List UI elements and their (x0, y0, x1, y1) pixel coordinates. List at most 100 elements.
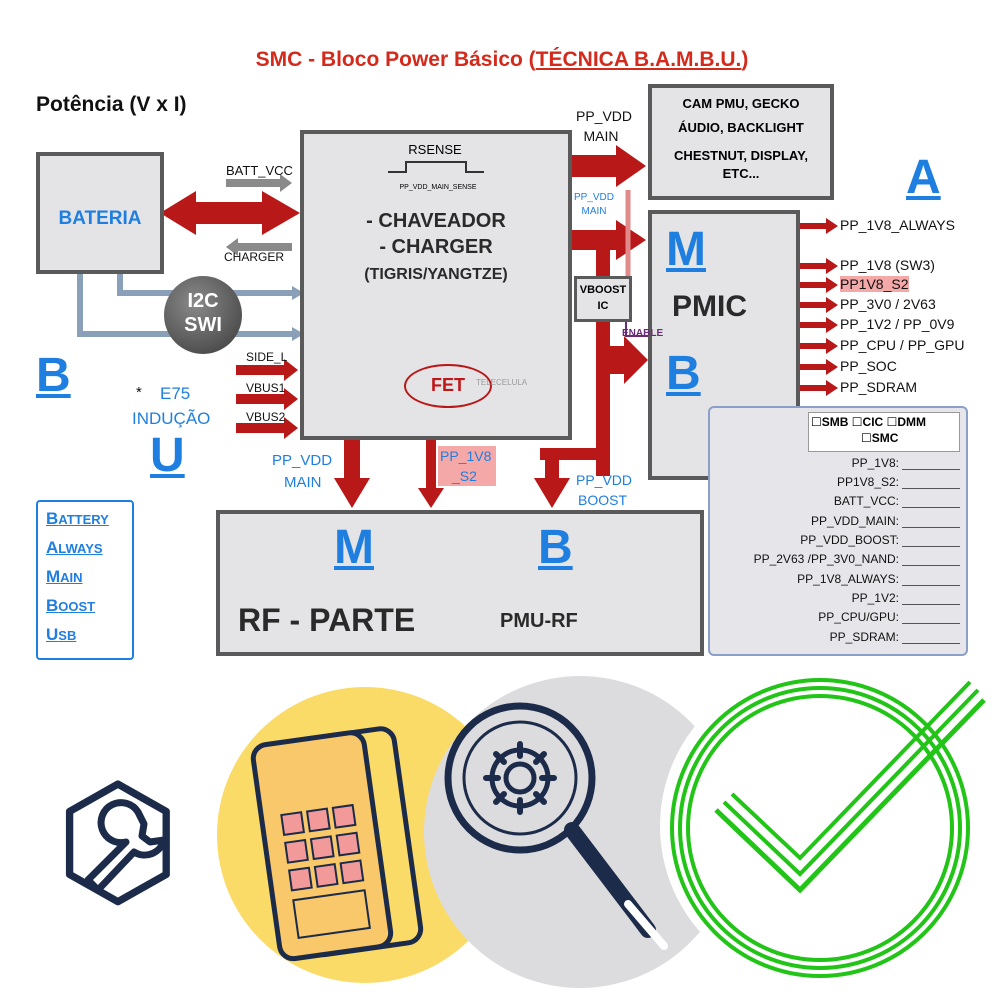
value-field[interactable] (902, 459, 960, 470)
rsense-label: RSENSE (408, 142, 462, 157)
e75-label: E75 (160, 384, 191, 403)
pp-1v8-s2-highlight: PP_1V8 _S2 (438, 446, 496, 486)
pp-1v8-s2-2: _S2 (452, 468, 477, 484)
cam-line3: CHESTNUT, DISPLAY, (674, 148, 808, 163)
value-field[interactable] (902, 613, 960, 624)
opt-smb-label: SMB (821, 415, 849, 429)
method-options: ☐SMB ☐CIC ☐DMM ☐SMC (808, 412, 960, 452)
acronym-battery: BATTERY (46, 509, 109, 528)
letter-b-rf: B (538, 521, 573, 574)
fet-ellipse: FET (404, 364, 492, 408)
pp-vdd-main-blue-1: PP_VDD (573, 192, 614, 203)
rail-1v8-s2: PP1V8_S2 (840, 276, 909, 292)
cam-line2: ÁUDIO, BACKLIGHT (678, 120, 804, 135)
rail-1v8-always: PP_1V8_ALWAYS (840, 217, 955, 233)
pp-vdd-main-top-2: MAIN (583, 128, 619, 144)
check-row: PP_1V8: (852, 456, 960, 470)
chaveador-box: RSENSE PP_VDD_MAIN_SENSE - CHAVEADOR - C… (300, 130, 572, 440)
acronym-boost: BOOST (46, 596, 96, 615)
i2c-label: I2C (187, 290, 219, 312)
battery-bidirectional-arrow (160, 191, 300, 235)
check-row: PP_VDD_MAIN: (811, 514, 960, 528)
value-field[interactable] (902, 575, 960, 586)
rail-cpu-gpu: PP_CPU / PP_GPU (840, 337, 965, 353)
pp-vdd-main-blue-2: MAIN (581, 206, 607, 217)
rf-parte-box: M B RF - PARTE PMU-RF (216, 510, 704, 656)
fet-label: FET (431, 375, 465, 395)
check-row: PP_1V8_ALWAYS: (797, 572, 960, 586)
e75-star: * (136, 384, 142, 401)
letter-m-pmic: M (666, 223, 706, 276)
letter-m-rf: M (334, 521, 374, 574)
value-field[interactable] (902, 497, 960, 508)
bottom-icons (65, 666, 986, 988)
value-field[interactable] (902, 594, 960, 605)
check-row: PP_CPU/GPU: (818, 610, 960, 624)
cam-line4: ETC... (722, 166, 760, 181)
battery-box: BATERIA (36, 152, 164, 274)
check-row: PP1V8_S2: (837, 475, 960, 489)
diagram-title: SMC - Bloco Power Básico (TÉCNICA B.A.M.… (255, 48, 749, 71)
pp-vdd-boost-2: BOOST (578, 492, 628, 508)
pmu-rf-label: PMU-RF (500, 610, 578, 632)
telecelula-watermark: TELECELULA (476, 378, 528, 387)
potencia-label: Potência (V x I) (36, 93, 187, 116)
cam-pmu-box: CAM PMU, GECKO ÁUDIO, BACKLIGHT CHESTNUT… (648, 84, 834, 200)
rail-soc: PP_SOC (840, 358, 897, 374)
check-row: PP_VDD_BOOST: (800, 533, 960, 547)
vbus2-label: VBUS2 (246, 410, 286, 424)
opt-dmm-label: DMM (897, 415, 926, 429)
rail-3v0: PP_3V0 / 2V63 (840, 296, 936, 312)
i2c-swi-circle: I2C SWI (164, 276, 242, 354)
letter-a: A (906, 151, 941, 204)
check-row: BATT_VCC: (834, 494, 960, 508)
charger-label: CHARGER (224, 250, 285, 264)
wrench-hexagon-icon (65, 780, 170, 906)
letter-u: U (150, 429, 185, 482)
enable-label: ENABLE (622, 328, 664, 339)
pp-vdd-main-top-1: PP_VDD (576, 108, 633, 124)
vboost-line1: VBOOST (579, 284, 627, 296)
inducao-label: INDUÇÃO (132, 409, 211, 428)
rsense-sub-label: PP_VDD_MAIN_SENSE (399, 184, 477, 191)
acronym-usb: USB (46, 625, 77, 644)
checkbox-cic[interactable]: ☐ (851, 415, 863, 429)
title-link[interactable]: TÉCNICA B.A.M.B.U. (535, 48, 742, 71)
pp-vdd-main-bottom-2: MAIN (284, 474, 322, 491)
checkbox-smb[interactable]: ☐ (811, 415, 822, 429)
checklist-panel: ☐SMB ☐CIC ☐DMM ☐SMC PP_1V8: PP1V8_S2: BA… (708, 406, 968, 656)
rf-parte-label: RF - PARTE (238, 602, 416, 638)
value-field[interactable] (902, 536, 960, 547)
cam-line1: CAM PMU, GECKO (682, 96, 800, 111)
value-field[interactable] (902, 517, 960, 528)
battery-label: BATERIA (58, 208, 142, 229)
acronym-always: ALWAYS (46, 538, 103, 557)
checkmark-circle-icon (670, 678, 986, 978)
chaveador-line2: - CHARGER (379, 236, 493, 258)
value-field[interactable] (902, 555, 960, 566)
rail-sdram: PP_SDRAM (840, 379, 918, 395)
check-row: PP_SDRAM: (830, 630, 960, 644)
check-row: PP_1V2: (852, 591, 960, 605)
batt-vcc-label: BATT_VCC (226, 163, 293, 178)
checkbox-dmm[interactable]: ☐ (886, 415, 898, 429)
rail-1v8-sw3: PP_1V8 (SW3) (840, 257, 935, 273)
vboost-ic-box: VBOOST IC (574, 276, 632, 322)
checkbox-smc[interactable]: ☐ (861, 431, 872, 445)
rail-1v2: PP_1V2 / PP_0V9 (840, 316, 955, 332)
value-field[interactable] (902, 633, 960, 644)
opt-cic-label: CIC (862, 415, 884, 429)
bambu-acronym-box (36, 500, 134, 660)
value-field[interactable] (902, 478, 960, 489)
opt-smc-label: SMC (871, 431, 899, 445)
pp-1v8-s2-1: PP_1V8 (440, 448, 492, 464)
side-l-label: SIDE_L (246, 350, 288, 364)
smartphone-icon (250, 726, 424, 962)
vboost-line2: IC (597, 300, 609, 312)
swi-label: SWI (184, 314, 222, 336)
vbus1-label: VBUS1 (246, 381, 286, 395)
acronym-main: MAIN (46, 567, 83, 586)
check-row: PP_2V63 /PP_3V0_NAND: (754, 552, 960, 566)
chaveador-line3: (TIGRIS/YANGTZE) (364, 266, 508, 283)
chaveador-line1: - CHAVEADOR (366, 210, 506, 232)
